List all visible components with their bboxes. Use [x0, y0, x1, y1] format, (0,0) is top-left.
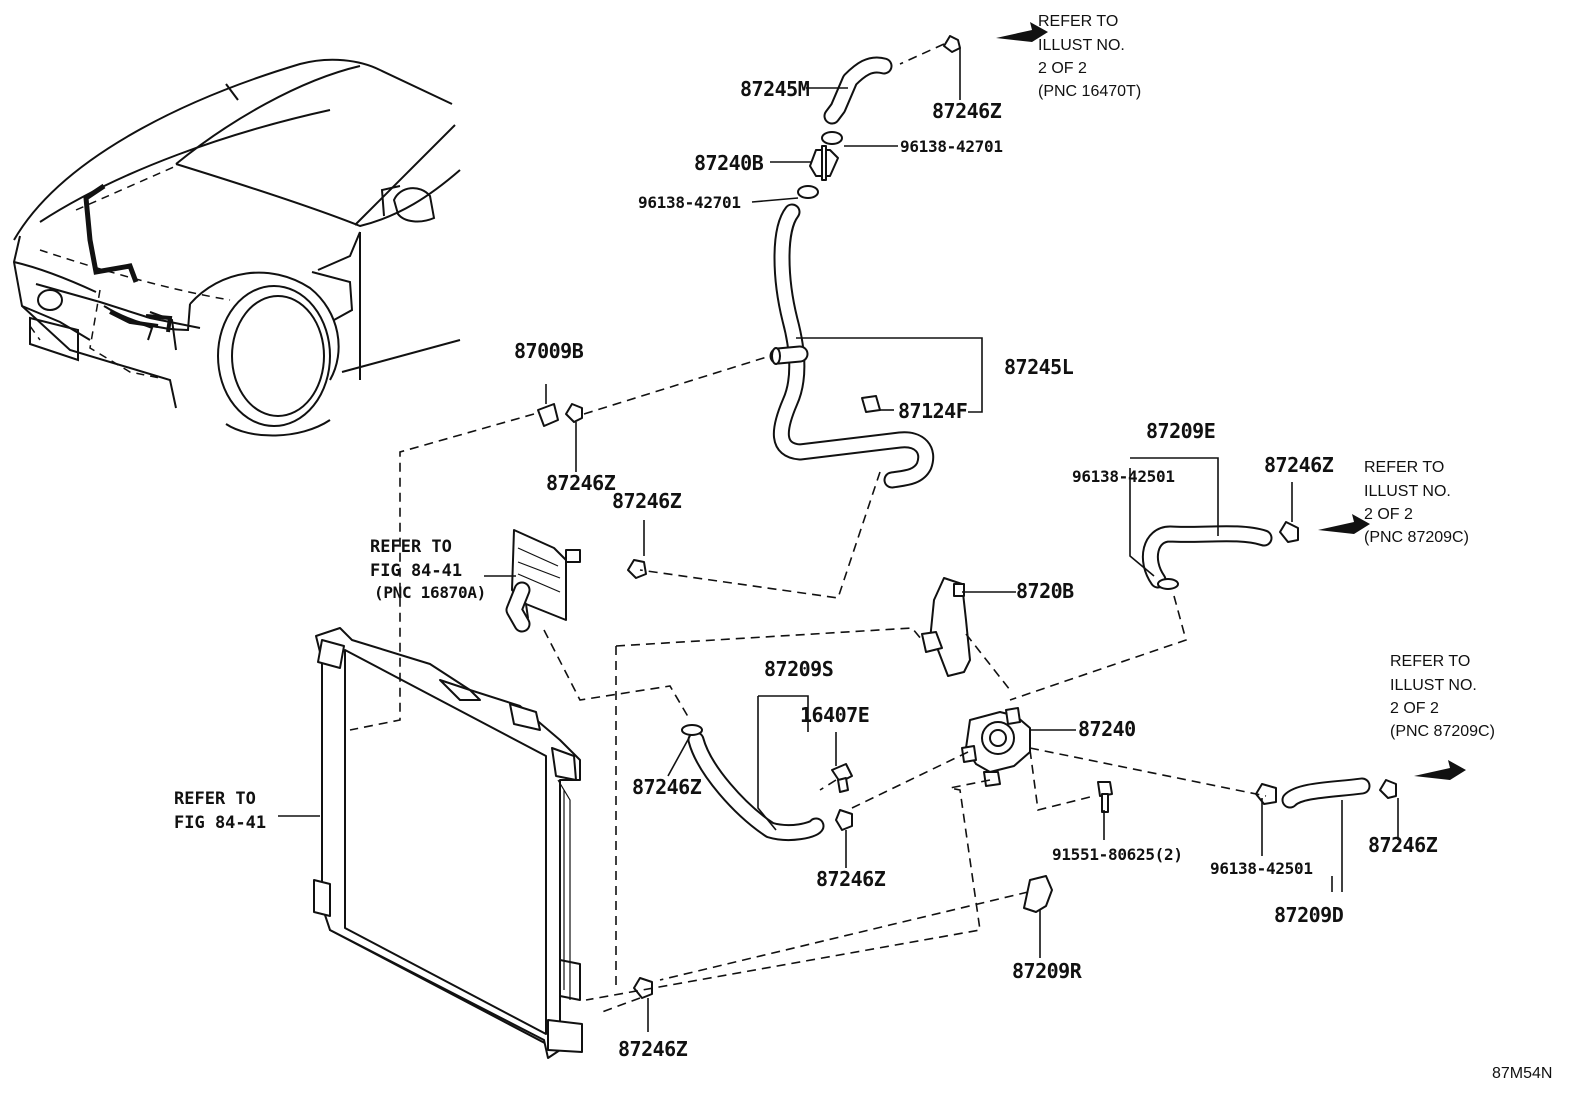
figure-code: 87M54N	[1492, 1065, 1552, 1082]
refer-low-line2: ILLUST NO.	[1390, 677, 1477, 694]
label-96138-42701-lower: 96138-42701	[638, 193, 741, 212]
clamp-87246Z-f-left	[1255, 783, 1277, 805]
refer-cooler-line3: (PNC 16870A)	[374, 583, 486, 602]
label-87124F: 87124F	[898, 399, 967, 423]
label-87246Z-a: 87246Z	[546, 471, 616, 495]
refer-low-line4: (PNC 87209C)	[1390, 723, 1495, 740]
clamp-87246Z-f-right	[1379, 779, 1397, 799]
refer-radiator-line2: FIG 84-41	[174, 813, 266, 833]
arrow-to-87209C-mid	[1318, 514, 1370, 534]
hose-87209R	[1023, 875, 1053, 913]
label-87209E: 87209E	[1146, 419, 1215, 443]
refer-note-radiator: REFER TO FIG 84-41	[174, 789, 266, 833]
oil-cooler	[505, 529, 581, 633]
hose-87209S	[681, 724, 825, 841]
label-87209R: 87209R	[1012, 959, 1083, 983]
part-labels: 87245M 87246Z 96138-42701 87240B 96138-4…	[514, 77, 1438, 1061]
label-96138-42501-upper: 96138-42501	[1072, 467, 1175, 486]
bolt-91551-80625	[1097, 781, 1113, 813]
refer-note-top: REFER TO ILLUST NO. 2 OF 2 (PNC 16470T)	[1038, 13, 1141, 100]
refer-mid-line1: REFER TO	[1364, 459, 1444, 476]
hose-87245M	[823, 56, 893, 125]
refer-top-line3: 2 OF 2	[1038, 60, 1087, 77]
clamp-87246Z-c	[1279, 521, 1299, 543]
label-87209S: 87209S	[764, 657, 833, 681]
hose-87245L	[769, 203, 935, 489]
water-pump-87240	[961, 707, 1031, 787]
label-16407E: 16407E	[800, 703, 869, 727]
label-87246Z-f: 87246Z	[1368, 833, 1438, 857]
bracket-8720B	[921, 577, 971, 677]
refer-note-mid-right: REFER TO ILLUST NO. 2 OF 2 (PNC 87209C)	[1364, 459, 1469, 546]
label-91551-80625: 91551-80625(2)	[1052, 845, 1183, 864]
label-87246Z-d: 87246Z	[632, 775, 702, 799]
clamp-87246Z-e	[835, 809, 853, 831]
label-87209D: 87209D	[1274, 903, 1344, 927]
arrow-to-16470T	[996, 22, 1048, 42]
refer-mid-line2: ILLUST NO.	[1364, 483, 1451, 500]
label-87009B: 87009B	[514, 339, 584, 363]
label-87246Z-e: 87246Z	[816, 867, 886, 891]
label-87240: 87240	[1078, 717, 1136, 741]
clamp-87246Z-b	[627, 559, 647, 579]
hose-87209E	[1141, 525, 1273, 590]
clamp-87246Z-a	[565, 403, 583, 423]
o-ring-upper	[821, 131, 843, 145]
refer-low-line1: REFER TO	[1390, 653, 1470, 670]
label-96138-42501-lower: 96138-42501	[1210, 859, 1313, 878]
label-87246Z-c: 87246Z	[1264, 453, 1334, 477]
refer-top-line4: (PNC 16470T)	[1038, 83, 1141, 100]
label-87246Z-b: 87246Z	[612, 489, 682, 513]
refer-note-oil-cooler: REFER TO FIG 84-41 (PNC 16870A)	[370, 537, 486, 602]
o-ring-lower	[797, 185, 819, 199]
connection-dashed-lines	[349, 43, 1267, 1013]
clip-87124F	[861, 395, 881, 413]
joint-87240B	[809, 145, 839, 181]
hose-87209D	[1281, 777, 1371, 809]
refer-radiator-line1: REFER TO	[174, 789, 256, 809]
refer-low-line3: 2 OF 2	[1390, 700, 1439, 717]
label-87245M: 87245M	[740, 77, 810, 101]
vehicle-location-sketch	[12, 58, 461, 437]
clamp-87246Z-top	[943, 35, 961, 53]
label-87246Z-top: 87246Z	[932, 99, 1002, 123]
label-8720B: 8720B	[1016, 579, 1074, 603]
label-87246Z-g: 87246Z	[618, 1037, 688, 1061]
arrow-to-87209C-low	[1414, 760, 1466, 780]
label-96138-42701-upper: 96138-42701	[900, 137, 1003, 156]
refer-top-line2: ILLUST NO.	[1038, 37, 1125, 54]
refer-cooler-line2: FIG 84-41	[370, 561, 462, 581]
sensor-16407E	[831, 763, 853, 793]
refer-cooler-line1: REFER TO	[370, 537, 452, 557]
bushing-87009B	[537, 403, 559, 427]
refer-mid-line3: 2 OF 2	[1364, 506, 1413, 523]
refer-note-low-right: REFER TO ILLUST NO. 2 OF 2 (PNC 87209C)	[1390, 653, 1495, 740]
radiator	[313, 627, 583, 1059]
refer-top-line1: REFER TO	[1038, 13, 1118, 30]
clamp-87246Z-g	[633, 977, 653, 999]
refer-mid-line4: (PNC 87209C)	[1364, 529, 1469, 546]
leader-lines	[278, 48, 1399, 1032]
label-87240B: 87240B	[694, 151, 764, 175]
label-87245L: 87245L	[1004, 355, 1074, 379]
